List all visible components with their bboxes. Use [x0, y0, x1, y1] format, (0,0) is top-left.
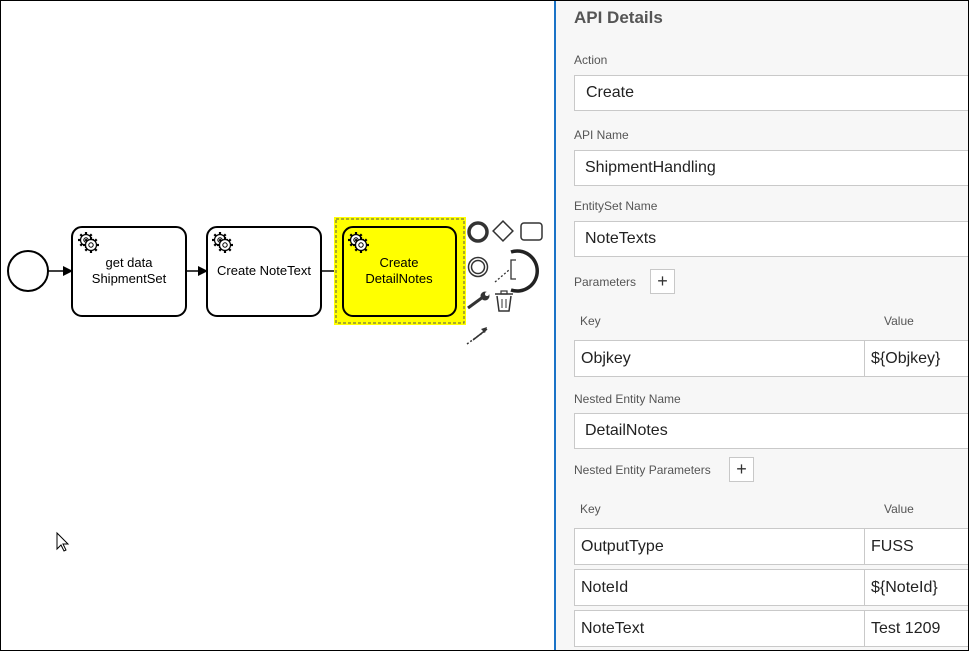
key-header: Key — [580, 502, 601, 516]
action-select[interactable]: Create — [574, 75, 968, 111]
wrench-icon[interactable] — [467, 291, 490, 310]
api-name-field[interactable]: ShipmentHandling — [574, 150, 968, 186]
add-parameter-button[interactable]: + — [650, 269, 675, 294]
nested-params-label: Nested Entity Parameters — [574, 463, 711, 477]
service-task-create-notetext[interactable]: Create NoteText — [206, 226, 322, 317]
end-event-icon[interactable] — [467, 221, 489, 243]
nested-value-cell[interactable]: Test 1209 — [864, 610, 968, 647]
gear-icon — [81, 235, 101, 255]
mouse-cursor-icon — [56, 531, 70, 552]
nested-entity-label: Nested Entity Name — [574, 392, 681, 406]
api-name-label: API Name — [574, 128, 629, 142]
panel-title: API Details — [574, 8, 663, 27]
nested-value-cell[interactable]: FUSS — [864, 528, 968, 565]
add-nested-parameter-button[interactable]: + — [729, 457, 754, 482]
task-label: Create — [379, 255, 418, 270]
nested-value-cell[interactable]: ${NoteId} — [864, 569, 968, 606]
service-task-get-data[interactable]: get data ShipmentSet — [71, 226, 187, 317]
value-header: Value — [884, 502, 914, 516]
task-label: ShipmentSet — [92, 271, 167, 286]
bpmn-canvas[interactable]: get data ShipmentSet Create NoteText Cre… — [1, 1, 554, 650]
connect-arrow-icon[interactable] — [466, 327, 488, 345]
service-task-create-detailnotes[interactable]: Create DetailNotes — [334, 217, 466, 325]
selection-outline — [335, 218, 465, 324]
trash-icon[interactable] — [495, 290, 513, 312]
text-annotation-icon[interactable] — [494, 249, 539, 293]
panel-divider[interactable] — [554, 1, 556, 650]
value-header: Value — [884, 314, 914, 328]
gear-icon — [351, 235, 371, 255]
task-icon[interactable] — [520, 222, 543, 241]
parameter-value-cell[interactable]: ${Objkey} — [864, 340, 968, 377]
api-details-panel: API Details Action Create API Name Shipm… — [556, 1, 968, 650]
gear-icon — [215, 235, 235, 255]
nested-key-cell[interactable]: NoteId — [574, 569, 865, 606]
task-label: DetailNotes — [365, 271, 433, 286]
entityset-field[interactable]: NoteTexts — [574, 221, 968, 257]
key-header: Key — [580, 314, 601, 328]
context-pad — [466, 220, 543, 345]
start-event[interactable] — [7, 250, 49, 292]
task-label: Create NoteText — [217, 263, 311, 278]
nested-key-cell[interactable]: OutputType — [574, 528, 865, 565]
intermediate-event-icon[interactable] — [467, 256, 489, 278]
nested-key-cell[interactable]: NoteText — [574, 610, 865, 647]
parameters-label: Parameters — [574, 275, 637, 289]
gateway-icon[interactable] — [492, 220, 514, 242]
nested-entity-field[interactable]: DetailNotes — [574, 413, 968, 449]
parameter-key-cell[interactable]: Objkey — [574, 340, 865, 377]
bpmn-diagram: get data ShipmentSet Create NoteText Cre… — [7, 217, 543, 552]
entityset-label: EntitySet Name — [574, 199, 658, 213]
action-label: Action — [574, 53, 608, 67]
task-label: get data — [106, 255, 154, 270]
